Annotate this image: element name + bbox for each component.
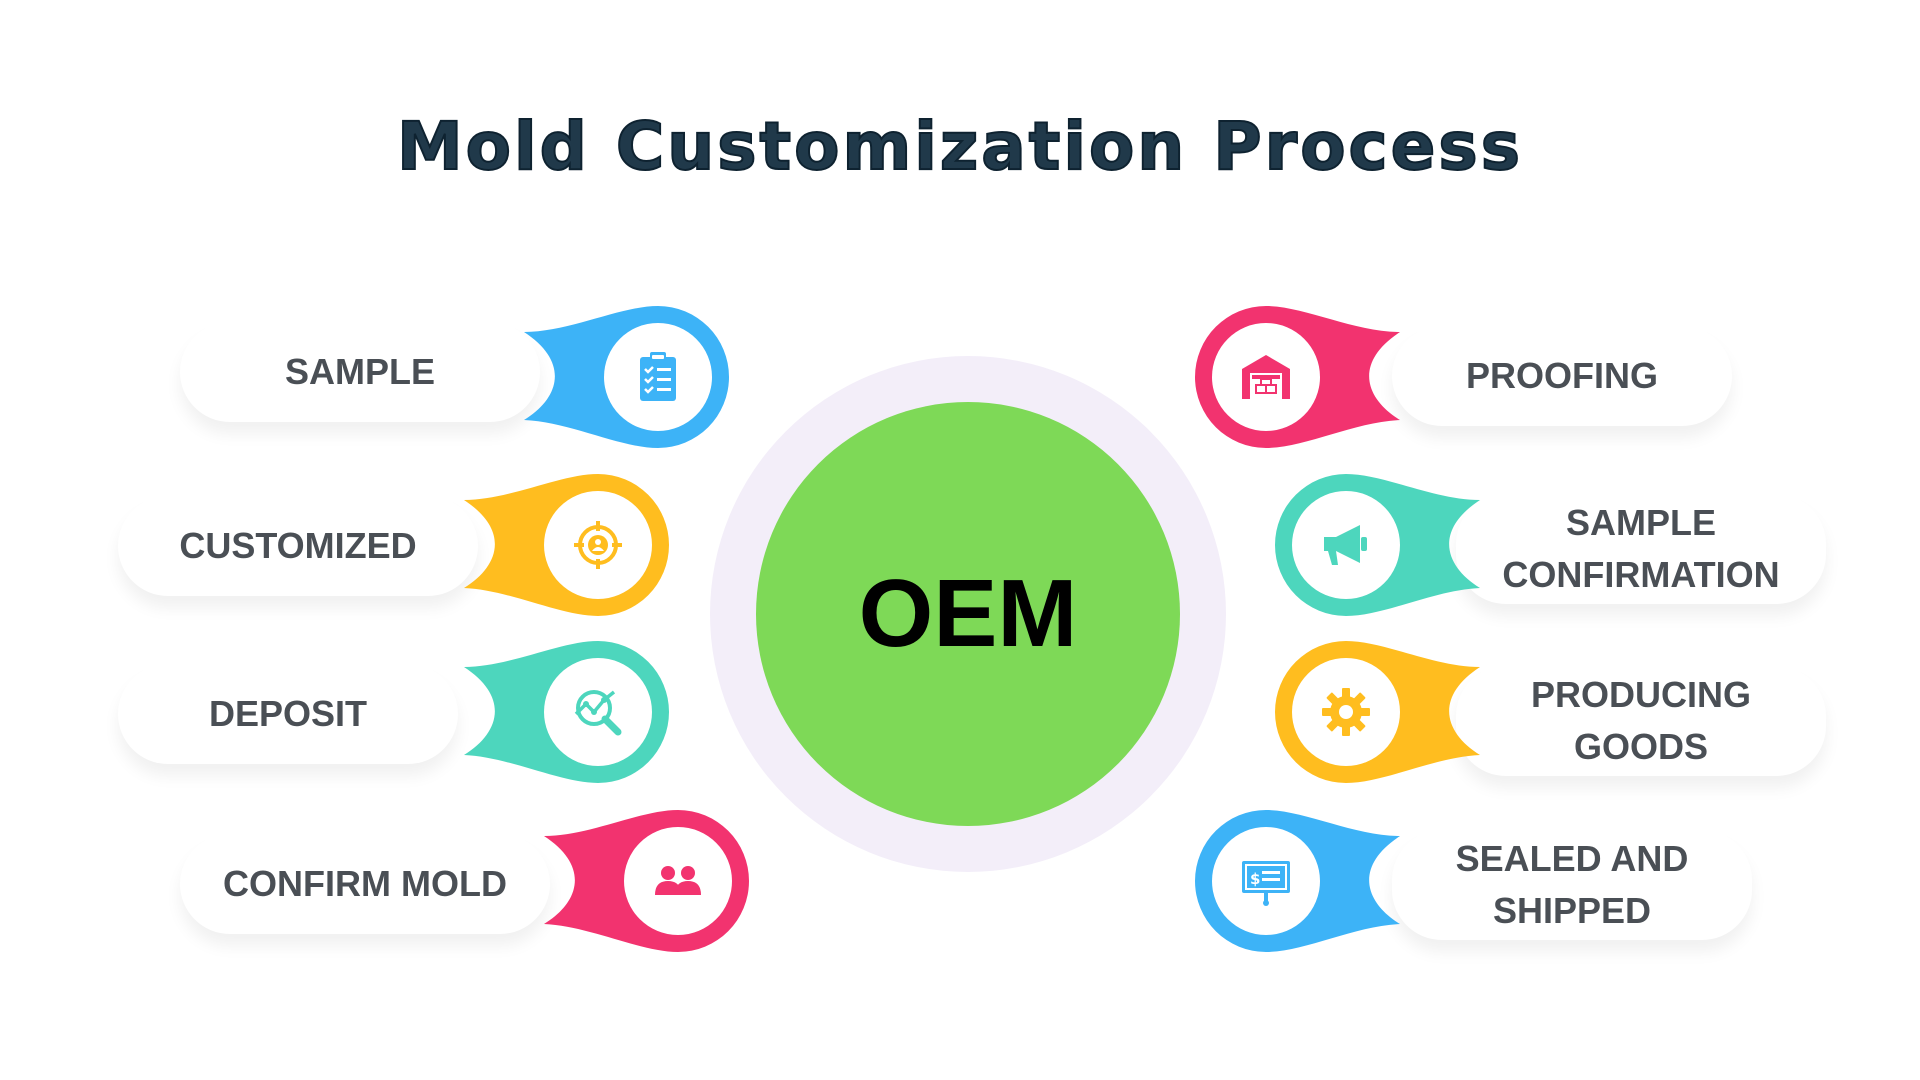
step-deposit-badge <box>450 637 670 787</box>
step-sealed-and-shipped-label: SEALED AND SHIPPED <box>1455 838 1689 931</box>
page-title: Mold Customization Process <box>396 107 1523 186</box>
people-icon <box>624 827 732 935</box>
step-producing-goods-box: PRODUCING GOODS <box>1456 666 1826 776</box>
warehouse-icon <box>1212 323 1320 431</box>
svg-text:$: $ <box>1250 870 1260 888</box>
step-deposit-label: DEPOSIT <box>208 693 368 734</box>
step-producing-goods-badge <box>1274 637 1494 787</box>
clipboard-checklist-icon <box>604 323 712 431</box>
step-sample-confirmation-badge <box>1274 470 1494 620</box>
presentation-board-icon: $ <box>1212 827 1320 935</box>
step-customized-box: CUSTOMIZED <box>118 496 478 596</box>
step-confirm-mold-badge <box>530 806 750 956</box>
step-confirm-mold-box: CONFIRM MOLD <box>180 834 550 934</box>
target-person-icon <box>544 491 652 599</box>
step-sample-label: SAMPLE <box>284 351 435 392</box>
analytics-search-icon <box>544 658 652 766</box>
step-producing-goods-label: PRODUCING GOODS <box>1530 674 1751 767</box>
step-customized-label: CUSTOMIZED <box>179 525 417 566</box>
step-deposit-box: DEPOSIT <box>118 664 458 764</box>
step-proofing-box: PROOFING <box>1392 326 1732 426</box>
step-sample-box: SAMPLE <box>180 322 540 422</box>
step-sample-confirmation-label: SAMPLE CONFIRMATION <box>1502 502 1780 595</box>
step-proofing-badge <box>1194 302 1414 452</box>
center-label: OEM <box>858 560 1078 667</box>
step-confirm-mold-label: CONFIRM MOLD <box>223 863 507 904</box>
step-sealed-and-shipped-badge: $ <box>1194 806 1414 956</box>
center-circle: OEM <box>756 402 1180 826</box>
step-proofing-label: PROOFING <box>1465 355 1658 396</box>
step-sealed-and-shipped-box: SEALED AND SHIPPED <box>1392 830 1752 940</box>
gear-icon <box>1292 658 1400 766</box>
megaphone-icon <box>1292 491 1400 599</box>
step-sample-confirmation-box: SAMPLE CONFIRMATION <box>1456 494 1826 604</box>
step-customized-badge <box>450 470 670 620</box>
step-sample-badge <box>510 302 730 452</box>
